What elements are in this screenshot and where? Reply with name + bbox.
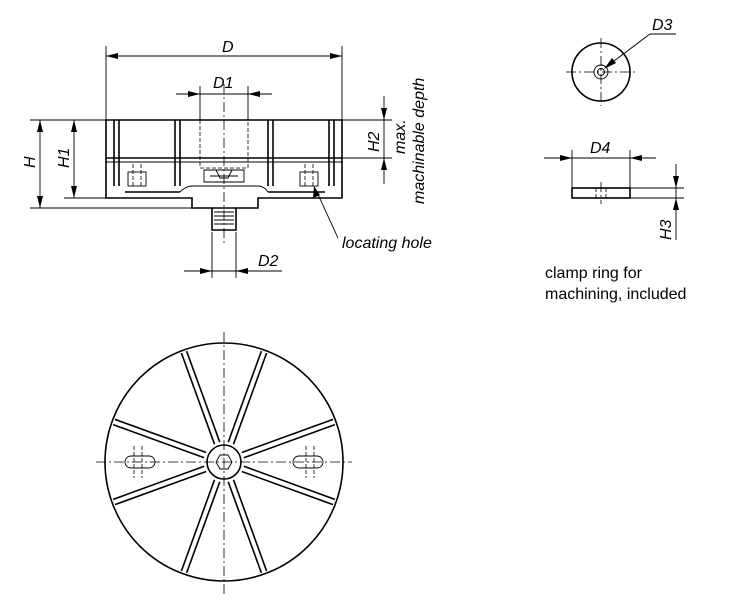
radial-ribs (112, 350, 336, 574)
locating-hole-left (124, 446, 156, 478)
rib-line-5-0 (185, 481, 221, 574)
clamp-ring-note-line2: machining, included (545, 286, 686, 303)
top-view (96, 332, 352, 594)
label-machinable-depth: machinable depth (411, 78, 428, 204)
rib-line-5-1 (180, 479, 216, 572)
label-d: D (222, 39, 234, 56)
label-h: H (22, 156, 39, 168)
dimension-h3: H3 (630, 164, 684, 240)
label-d2: D2 (258, 253, 279, 270)
rib-line-0-0 (241, 418, 334, 454)
dimension-h: H (22, 119, 192, 209)
hex-socket-icon (215, 454, 233, 470)
rib-line-1-0 (227, 350, 263, 443)
locating-hole-right (292, 446, 324, 478)
clamp-ring-top-view: D3 (566, 17, 676, 106)
rib-line-0-1 (243, 423, 336, 459)
label-h3: H3 (658, 219, 675, 240)
rib-line-2-1 (185, 350, 221, 443)
rib-line-7-1 (241, 470, 334, 506)
rib-line-6-0 (232, 479, 268, 572)
rib-line-1-1 (232, 352, 268, 445)
dimension-h2: H2 max. machinable depth (342, 78, 428, 204)
rib-line-4-1 (112, 465, 205, 501)
rib-line-3-0 (112, 423, 205, 459)
clamp-ring-side-view (571, 182, 631, 204)
label-max: max. (392, 119, 409, 154)
label-d3: D3 (652, 17, 673, 34)
dimension-h1: H1 (56, 120, 106, 199)
clamp-ring-note-line1: clamp ring for (545, 265, 643, 282)
rib-line-2-0 (180, 352, 216, 445)
locating-hole-callout: locating hole (313, 186, 432, 252)
dimension-d4: D4 (544, 140, 656, 188)
rib-line-3-1 (114, 418, 207, 454)
dimension-d: D (105, 39, 343, 120)
label-locating-hole: locating hole (342, 235, 432, 252)
dimension-d1: D1 (176, 75, 272, 120)
label-h2: H2 (366, 131, 383, 152)
rib-line-4-0 (114, 470, 207, 506)
rib-line-6-1 (227, 481, 263, 574)
label-d4: D4 (590, 140, 611, 157)
label-h1: H1 (56, 148, 73, 168)
rib-line-7-0 (243, 465, 336, 501)
side-view (105, 84, 343, 246)
label-d1: D1 (213, 75, 233, 92)
dimension-d2: D2 (184, 232, 282, 278)
